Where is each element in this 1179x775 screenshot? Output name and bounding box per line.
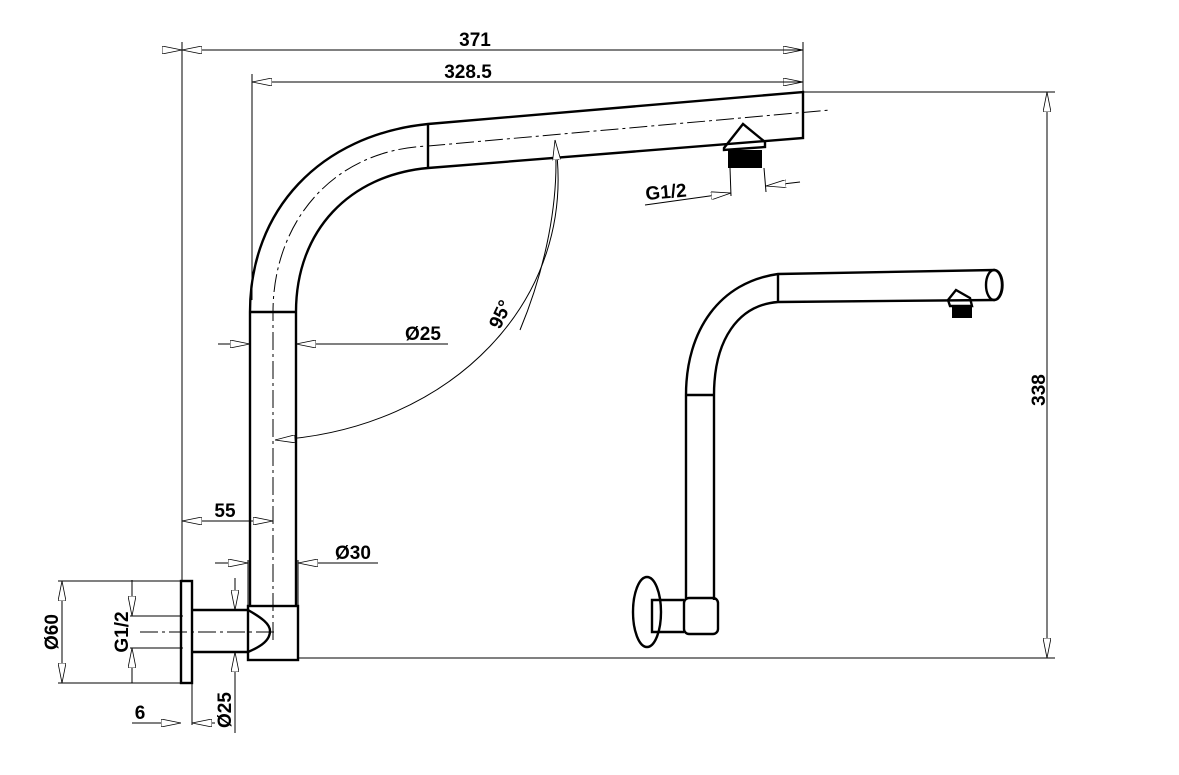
dim-outlet-thread: G1/2 <box>645 180 688 205</box>
dim-overall-width: 371 <box>459 30 491 51</box>
shower-arm-side-view <box>140 90 831 685</box>
shower-arm-perspective-view <box>631 268 1004 649</box>
dim-wall-offset: 55 <box>214 501 236 522</box>
dim-angle: 95° <box>485 297 516 332</box>
dim-inlet-thread: G1/2 <box>112 611 133 652</box>
dim-collar-diameter: Ø30 <box>335 543 371 564</box>
dim-arm-diameter: Ø25 <box>405 324 441 345</box>
dimension-lines <box>58 42 1055 733</box>
dim-arm-width: 328.5 <box>444 62 492 83</box>
dim-overall-height: 338 <box>1029 374 1050 406</box>
dim-nipple-diameter: Ø25 <box>215 692 236 728</box>
dim-plate-diameter: Ø60 <box>42 614 63 650</box>
dim-plate-thickness: 6 <box>135 703 146 724</box>
